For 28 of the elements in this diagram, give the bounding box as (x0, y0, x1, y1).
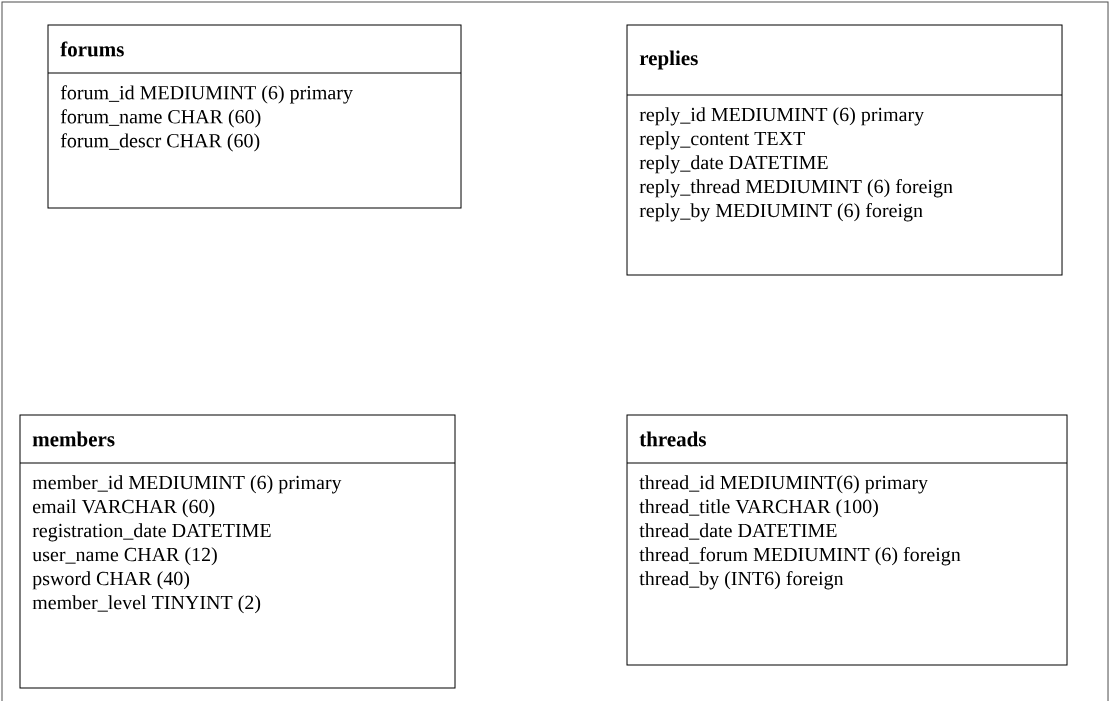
node-label: reply_content TEXT (639, 131, 805, 150)
field-list: forum_id MEDIUMINT (6) primary forum_name CHAR (60) forum_descr CHAR (60) (60, 85, 353, 152)
node-label: member_id MEDIUMINT (6) primary (32, 475, 342, 494)
table-box (626, 414, 1068, 666)
node-label: reply_by MEDIUMINT (6) foreign (639, 203, 923, 222)
node-label: thread_forum MEDIUMINT (6) foreign (639, 547, 961, 566)
node-label: thread_id MEDIUMINT(6) primary (639, 475, 928, 494)
node-label: reply_id MEDIUMINT (6) primary (639, 107, 925, 126)
node-label: registration_date DATETIME (32, 523, 271, 542)
field-list: reply_id MEDIUMINT (6) primary reply_content TEXT reply_date DATETIME reply_thread MEDIUMINT (6) foreign reply_by MEDIUMINT (6) foreign (639, 107, 953, 222)
table-box (47, 24, 462, 209)
node-label: psword CHAR (40) (32, 571, 190, 590)
field-list: thread_id MEDIUMINT(6) primary thread_title VARCHAR (100) thread_date DATETIME thread_forum MEDIUMINT (6) foreign thread_by (INT6) foreign (639, 475, 961, 590)
node-label: reply_date DATETIME (639, 155, 828, 174)
node-label: thread_title VARCHAR (100) (639, 499, 878, 518)
node-label: member_level TINYINT (2) (32, 595, 261, 614)
table-title: replies (639, 50, 698, 70)
table-title: threads (639, 431, 706, 447)
table-box (626, 24, 1063, 276)
table-title: members (32, 431, 115, 447)
node-label: email VARCHAR (60) (32, 499, 215, 518)
table-title: forums (60, 41, 124, 57)
node-label: thread_date DATETIME (639, 523, 837, 540)
table-box (19, 414, 456, 689)
field-list: member_id MEDIUMINT (6) primary email VARCHAR (60) registration_date DATETIME user_name CHAR (12) psword CHAR (40) member_level TINYINT (2) (32, 475, 342, 614)
node-label: thread_by (INT6) foreign (639, 571, 844, 590)
node-label: user_name CHAR (12) (32, 547, 217, 566)
node-label: reply_thread MEDIUMINT (6) foreign (639, 179, 953, 198)
